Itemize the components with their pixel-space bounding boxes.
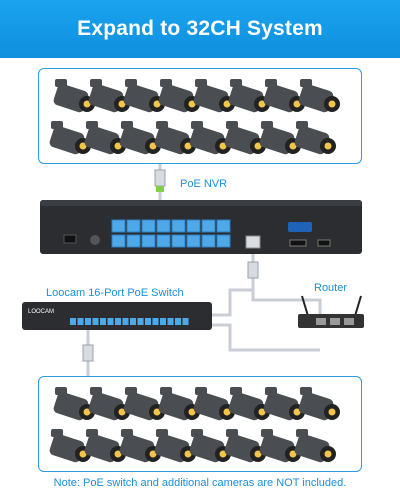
camera-icon: [123, 387, 165, 421]
switch-poe-port: [130, 318, 136, 325]
nvr-device: [40, 200, 362, 254]
bottom-camera-group: [38, 376, 362, 472]
power-jack: [90, 235, 100, 245]
footer-note: Note: PoE switch and additional cameras …: [53, 477, 347, 489]
switch-poe-port: [167, 318, 174, 325]
nvr-poe-port: [141, 219, 156, 233]
camera-icon: [88, 79, 130, 113]
nvr-lan-port: [245, 235, 261, 249]
rj45-plug-nvr: [247, 261, 259, 279]
nvr-poe-port: [186, 234, 201, 248]
nvr-poe-port: [141, 234, 156, 248]
switch-poe-port: [152, 318, 159, 325]
nvr-poe-port: [111, 219, 126, 233]
camera-icon: [298, 387, 340, 421]
switch-poe-port: [92, 318, 99, 325]
camera-icon: [298, 79, 340, 113]
switch-poe-port: [77, 318, 84, 325]
nvr-poe-port: [201, 234, 216, 248]
switch-poe-port: [160, 318, 166, 325]
switch-poe-port: [115, 318, 121, 325]
switch-poe-port: [175, 318, 181, 325]
nvr-poe-port: [171, 219, 186, 233]
camera-icon: [84, 429, 126, 463]
hdmi-port: [289, 239, 307, 247]
camera-icon: [88, 387, 130, 421]
rj45-plug-bottom: [82, 344, 94, 362]
camera-icon: [294, 429, 336, 463]
switch-poe-port: [107, 318, 114, 325]
camera-icon: [119, 429, 161, 463]
nvr-poe-port: [156, 219, 171, 233]
poe-switch-device: LOOCAM: [22, 302, 212, 330]
camera-icon: [193, 79, 235, 113]
switch-poe-port: [137, 318, 144, 325]
router-label: Router: [314, 282, 348, 294]
plug-green: [156, 186, 164, 192]
usb-port: [317, 239, 331, 247]
nvr-poe-port: [111, 234, 126, 248]
bottom-camera-grid: [49, 387, 340, 463]
nvr-port-block: [111, 219, 231, 248]
switch-brand: LOOCAM: [28, 309, 54, 315]
camera-icon: [49, 429, 91, 463]
cable-switch-router: [206, 323, 320, 352]
camera-icon: [189, 121, 231, 155]
top-camera-group: [38, 68, 362, 164]
nvr-poe-port: [216, 234, 231, 248]
cable-switch-nvr: [206, 288, 253, 317]
rj45-plug-top: [154, 169, 166, 187]
switch-poe-port: [100, 318, 106, 325]
nvr-poe-port: [156, 234, 171, 248]
switch-poe-port: [122, 318, 129, 325]
switch-label: Loocam 16-Port PoE Switch: [46, 287, 184, 299]
switch-poe-port: [182, 318, 189, 325]
camera-icon: [49, 121, 91, 155]
camera-icon: [154, 429, 196, 463]
camera-icon: [158, 79, 200, 113]
nvr-poe-port: [186, 219, 201, 233]
camera-icon: [193, 387, 235, 421]
title-banner: Expand to 32CH System: [0, 0, 400, 58]
nvr-poe-port: [201, 219, 216, 233]
camera-icon: [224, 121, 266, 155]
cable-nvr-router: [251, 254, 322, 320]
nvr-poe-port: [126, 219, 141, 233]
page-title: Expand to 32CH System: [77, 17, 323, 40]
power-switch: [63, 234, 77, 244]
camera-icon: [189, 429, 231, 463]
camera-icon: [53, 79, 95, 113]
camera-icon: [53, 387, 95, 421]
nvr-poe-port: [216, 219, 231, 233]
router-device: [298, 295, 364, 328]
camera-icon: [259, 429, 301, 463]
camera-icon: [228, 387, 270, 421]
vga-port: [288, 222, 312, 232]
camera-icon: [224, 429, 266, 463]
nvr-poe-port: [126, 234, 141, 248]
switch-poe-port: [145, 318, 151, 325]
camera-icon: [158, 387, 200, 421]
camera-icon: [263, 79, 305, 113]
switch-poe-port: [85, 318, 91, 325]
nvr-poe-port: [171, 234, 186, 248]
camera-icon: [263, 387, 305, 421]
nvr-label: PoE NVR: [180, 178, 228, 190]
switch-poe-port: [70, 318, 76, 325]
switch-port-block: [70, 318, 189, 325]
camera-icon: [294, 121, 336, 155]
top-camera-grid: [49, 79, 340, 155]
